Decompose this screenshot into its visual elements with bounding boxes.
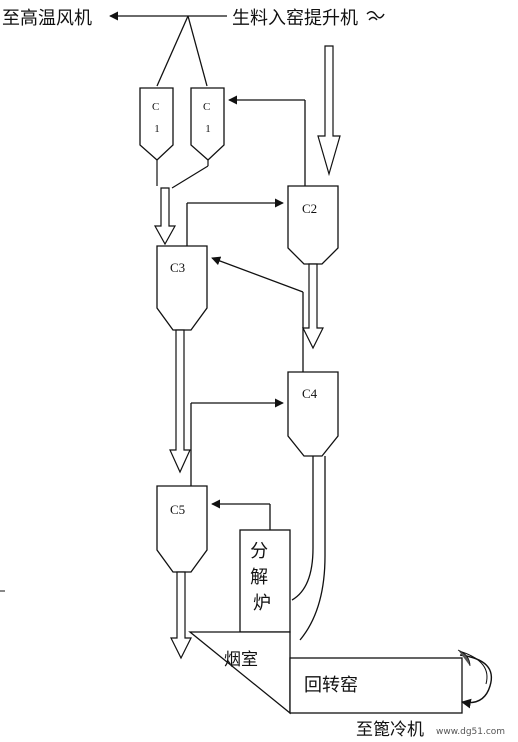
c1-to-c3-material-arrow [153, 187, 177, 246]
raw-meal-feed-arrow [317, 45, 341, 177]
cyclone-c5-label: C5 [170, 502, 185, 517]
cyclone-c5: C5 [156, 485, 208, 573]
svg-text:C 1: C 1 [152, 101, 162, 135]
cyclone-c1-right-label-1: 1 [205, 123, 211, 135]
c4-discharge-curve [291, 456, 326, 641]
cyclone-c1-left-label-c: C [152, 101, 159, 113]
svg-text:分 解 炉: 分 解 炉 [250, 541, 274, 614]
exhaust-gas-line [109, 11, 227, 87]
svg-text:C 1: C 1 [203, 101, 213, 135]
smoke-chamber-label: 烟室 [224, 650, 258, 670]
cyclone-c3-label: C3 [170, 260, 185, 275]
c3-to-c2-gas-line [186, 198, 284, 246]
cyclone-c2-label: C2 [302, 201, 317, 216]
calciner-to-c5-gas-line [211, 499, 271, 530]
cyclone-c1-left: C 1 [139, 87, 174, 161]
smoke-chamber: 烟室 [188, 631, 291, 715]
calciner-label-3: 炉 [253, 593, 271, 614]
calciner-label-1: 分 [250, 541, 268, 562]
feed-scribble-icon [366, 11, 385, 21]
c2-to-c1-gas-line [228, 95, 306, 186]
raw-meal-input-label: 生料入窑提升机 [232, 8, 358, 29]
cyclone-c4-label: C4 [302, 386, 318, 401]
cyclone-c3: C3 [156, 245, 208, 331]
c3-discharge-arrow [169, 329, 191, 474]
cyclone-c2: C2 [287, 185, 339, 265]
calciner-label-2: 解 [250, 567, 268, 588]
c1-discharge [156, 160, 209, 189]
cyclone-c1-right-label-c: C [203, 101, 210, 113]
c5-to-c4-gas-line [190, 398, 284, 486]
cyclone-c1-left-label-1: 1 [154, 123, 160, 135]
kiln-rotation-icon [457, 649, 492, 709]
to-cooler-label: 至篦冷机 [356, 720, 424, 740]
rotary-kiln-label: 回转窑 [304, 675, 358, 696]
c4-to-c3-gas-line [211, 256, 304, 372]
c2-discharge-arrow [302, 263, 324, 350]
to-high-temp-fan-label: 至高温风机 [2, 8, 92, 29]
cyclone-c1-right: C 1 [190, 87, 225, 161]
cyclone-c4: C4 [287, 371, 339, 457]
rotary-kiln: 回转窑 [289, 657, 463, 714]
watermark: www.dg51.com [436, 727, 505, 737]
c5-discharge-arrow [170, 571, 192, 660]
calciner: 分 解 炉 [239, 529, 291, 633]
